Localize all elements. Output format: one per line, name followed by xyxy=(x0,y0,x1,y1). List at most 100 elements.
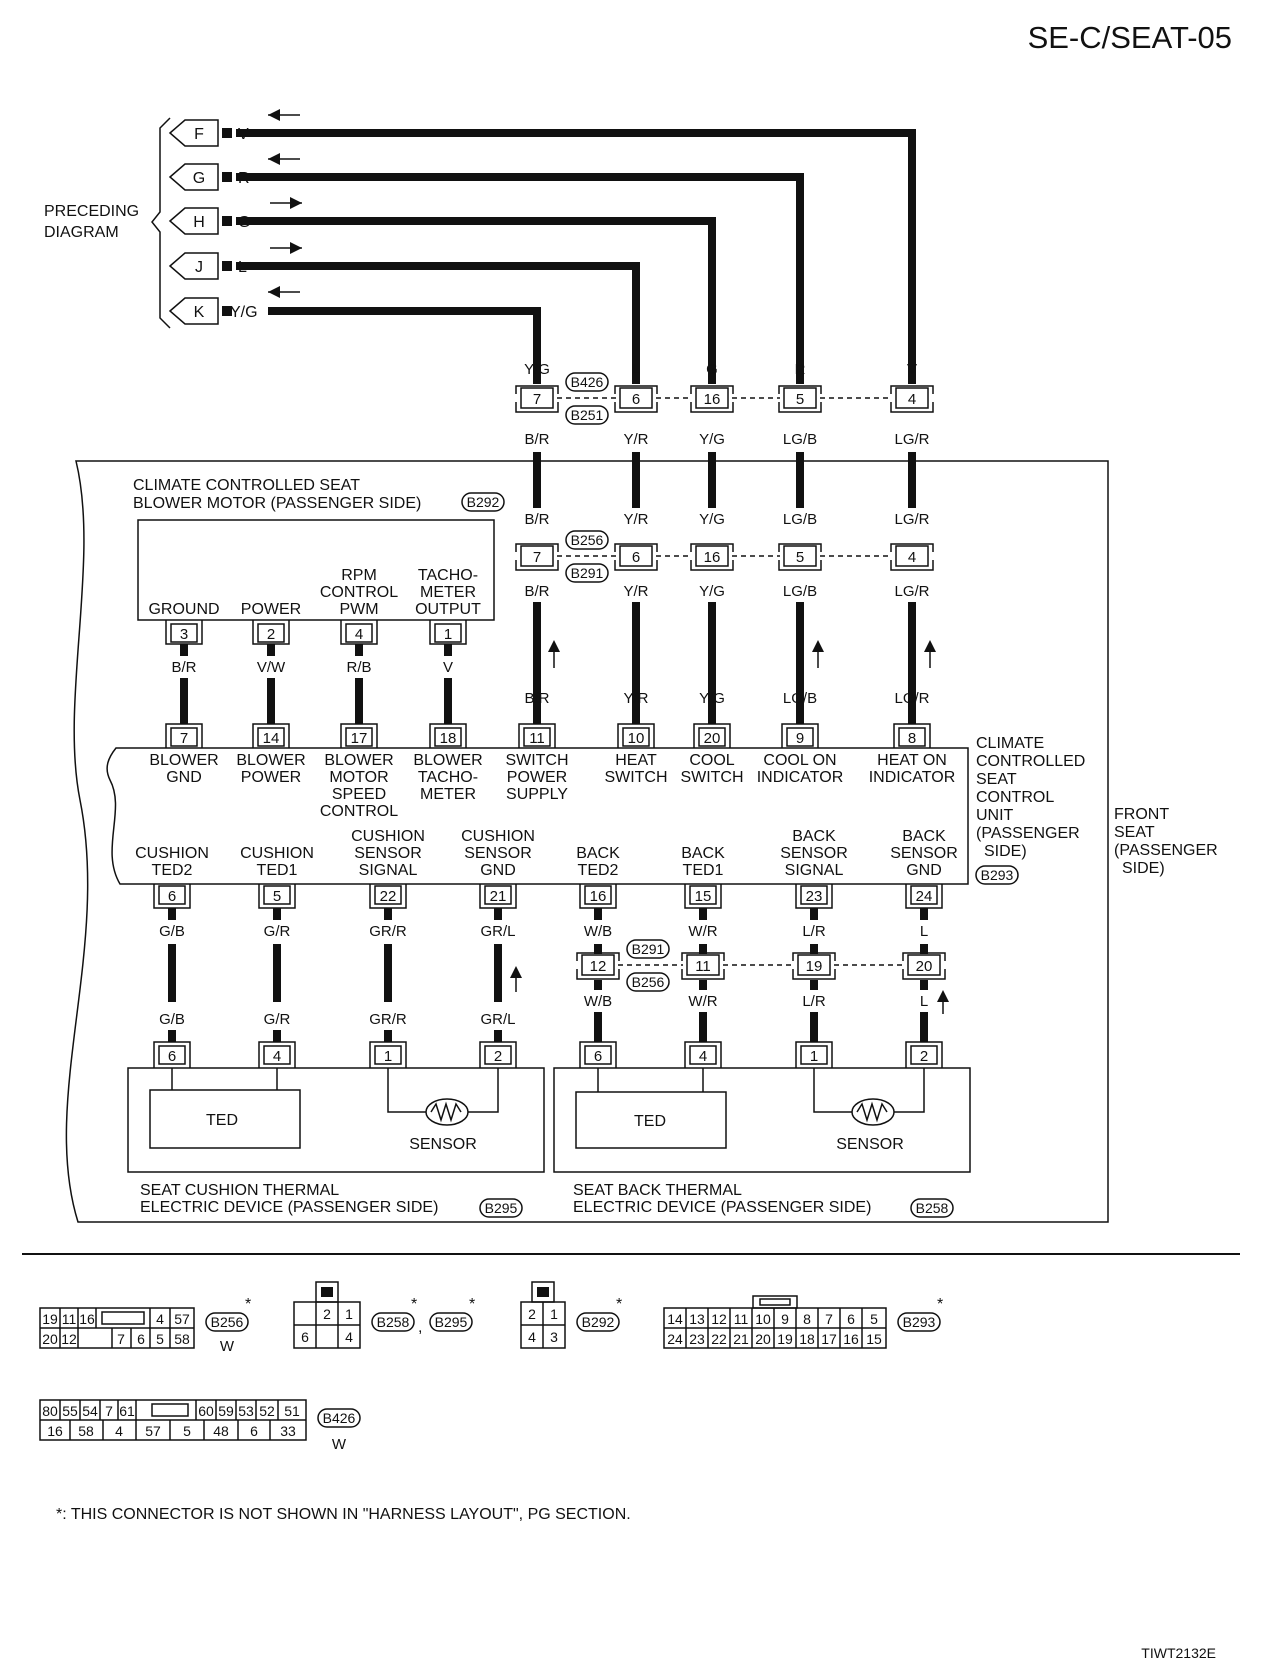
svg-text:B/R: B/R xyxy=(524,690,549,707)
svg-text:TED1: TED1 xyxy=(257,862,298,879)
ted-element xyxy=(149,1089,301,1149)
svg-text:METER: METER xyxy=(420,584,476,601)
svg-text:CONTROL: CONTROL xyxy=(976,789,1054,806)
svg-text:MOTOR: MOTOR xyxy=(329,769,388,786)
connector-id-badge xyxy=(975,865,1019,885)
svg-text:HEAT ON: HEAT ON xyxy=(877,752,947,769)
connector-pin: 15 xyxy=(684,884,722,909)
svg-text:CONTROLLED: CONTROLLED xyxy=(976,753,1085,770)
svg-text:22: 22 xyxy=(380,888,397,905)
connector-pin: 6 xyxy=(614,385,658,413)
wires-to-control-unit xyxy=(533,602,916,724)
svg-text:54: 54 xyxy=(82,1403,98,1419)
sensor-wiring xyxy=(813,1068,925,1113)
connector-id-badge xyxy=(461,492,505,512)
svg-text:7: 7 xyxy=(825,1311,833,1327)
ref-H: H G xyxy=(168,197,302,235)
connector-id: B291 xyxy=(632,941,665,957)
svg-text:3: 3 xyxy=(550,1329,558,1345)
svg-text:2: 2 xyxy=(920,1048,928,1065)
svg-text:W/R: W/R xyxy=(688,923,717,940)
svg-text:5: 5 xyxy=(796,549,804,566)
wires-upper xyxy=(236,129,916,384)
connector-pin: 1 xyxy=(369,1041,407,1068)
svg-text:24: 24 xyxy=(667,1331,683,1347)
svg-text:18: 18 xyxy=(440,730,457,747)
svg-text:W/R: W/R xyxy=(688,993,717,1010)
control-unit-box xyxy=(106,747,969,885)
svg-text:SENSOR: SENSOR xyxy=(780,845,848,862)
svg-text:16: 16 xyxy=(704,549,721,566)
connector-id: B256 xyxy=(632,974,665,990)
connector-pin: 4 xyxy=(258,1041,296,1068)
svg-text:G/R: G/R xyxy=(264,1011,291,1028)
footnote: *: THIS CONNECTOR IS NOT SHOWN IN "HARNE… xyxy=(56,1506,631,1523)
thermistor-symbol xyxy=(425,1098,469,1126)
middle-connector: B/R Y/R Y/G LG/B LG/R 7 6 16 5 4 B256 B2… xyxy=(515,511,934,600)
svg-text:3: 3 xyxy=(180,626,188,643)
svg-text:LG/R: LG/R xyxy=(894,511,929,528)
connector-id: B258 xyxy=(916,1200,949,1216)
ref-letter: G xyxy=(193,170,205,187)
svg-text:SENSOR: SENSOR xyxy=(354,845,422,862)
svg-text:20: 20 xyxy=(704,730,721,747)
connector-pin: 3 xyxy=(165,620,203,645)
svg-text:SEAT BACK THERMAL: SEAT BACK THERMAL xyxy=(573,1182,742,1199)
connector-pin: 21 xyxy=(479,884,517,909)
svg-text:SIDE): SIDE) xyxy=(984,843,1027,860)
ref-letter: J xyxy=(195,259,203,276)
flow-arrowhead xyxy=(290,242,302,254)
svg-text:G/R: G/R xyxy=(264,923,291,940)
svg-text:4: 4 xyxy=(699,1048,707,1065)
svg-text:19: 19 xyxy=(777,1331,793,1347)
connector-pin: 16 xyxy=(690,385,734,413)
svg-text:*: * xyxy=(937,1296,943,1313)
ref-letter: H xyxy=(193,214,205,231)
svg-text:BLOWER: BLOWER xyxy=(236,752,305,769)
svg-text:*: * xyxy=(411,1296,417,1313)
front-seat-label: FRONT SEAT (PASSENGER SIDE) xyxy=(1114,806,1218,877)
connector-id-badge xyxy=(565,405,609,425)
svg-text:W/B: W/B xyxy=(584,993,612,1010)
svg-text:SEAT: SEAT xyxy=(976,771,1017,788)
svg-text:7: 7 xyxy=(117,1331,125,1347)
ref-letter: K xyxy=(194,304,205,321)
flow-arrowhead xyxy=(268,109,280,121)
connector-id: B295 xyxy=(485,1200,518,1216)
svg-text:15: 15 xyxy=(695,888,712,905)
svg-text:80: 80 xyxy=(42,1403,58,1419)
connector-pin: 20 xyxy=(693,723,731,748)
svg-text:LG/R: LG/R xyxy=(894,690,929,707)
connector-view-b292: 2 1 4 3 B292 * xyxy=(520,1281,622,1349)
svg-text:SIDE): SIDE) xyxy=(1122,860,1165,877)
svg-text:Y/G: Y/G xyxy=(699,583,725,600)
svg-text:BACK: BACK xyxy=(902,828,946,845)
svg-text:SEAT CUSHION THERMAL: SEAT CUSHION THERMAL xyxy=(140,1182,339,1199)
svg-text:CUSHION: CUSHION xyxy=(240,845,314,862)
svg-text:BACK: BACK xyxy=(792,828,836,845)
back-device: 6 4 1 2 TED SENSOR SEAT BACK THERMAL ELE… xyxy=(553,1041,971,1218)
connector-id: B292 xyxy=(582,1314,615,1330)
svg-text:8: 8 xyxy=(803,1311,811,1327)
svg-text:4: 4 xyxy=(908,391,916,408)
connector-pin: 4 xyxy=(890,385,934,413)
connector-pin: 5 xyxy=(778,385,822,413)
ref-terminal xyxy=(222,306,232,316)
wires-mid xyxy=(533,452,916,508)
svg-text:1: 1 xyxy=(384,1048,392,1065)
svg-text:(PASSENGER: (PASSENGER xyxy=(1114,842,1218,859)
svg-text:BLOWER: BLOWER xyxy=(324,752,393,769)
svg-text:14: 14 xyxy=(667,1311,683,1327)
svg-text:2: 2 xyxy=(494,1048,502,1065)
ref-flag-shape xyxy=(168,297,219,325)
upper-wire-above: Y/G xyxy=(524,361,550,378)
svg-text:*: * xyxy=(616,1296,622,1313)
svg-text:POWER: POWER xyxy=(241,769,301,786)
svg-text:20: 20 xyxy=(42,1331,58,1347)
svg-text:10: 10 xyxy=(755,1311,771,1327)
svg-text:6: 6 xyxy=(594,1048,602,1065)
wire-YG xyxy=(268,307,541,384)
svg-text:G/B: G/B xyxy=(159,1011,185,1028)
connector-view-b258: 2 1 6 4 B258 * , B295 * xyxy=(293,1281,475,1349)
